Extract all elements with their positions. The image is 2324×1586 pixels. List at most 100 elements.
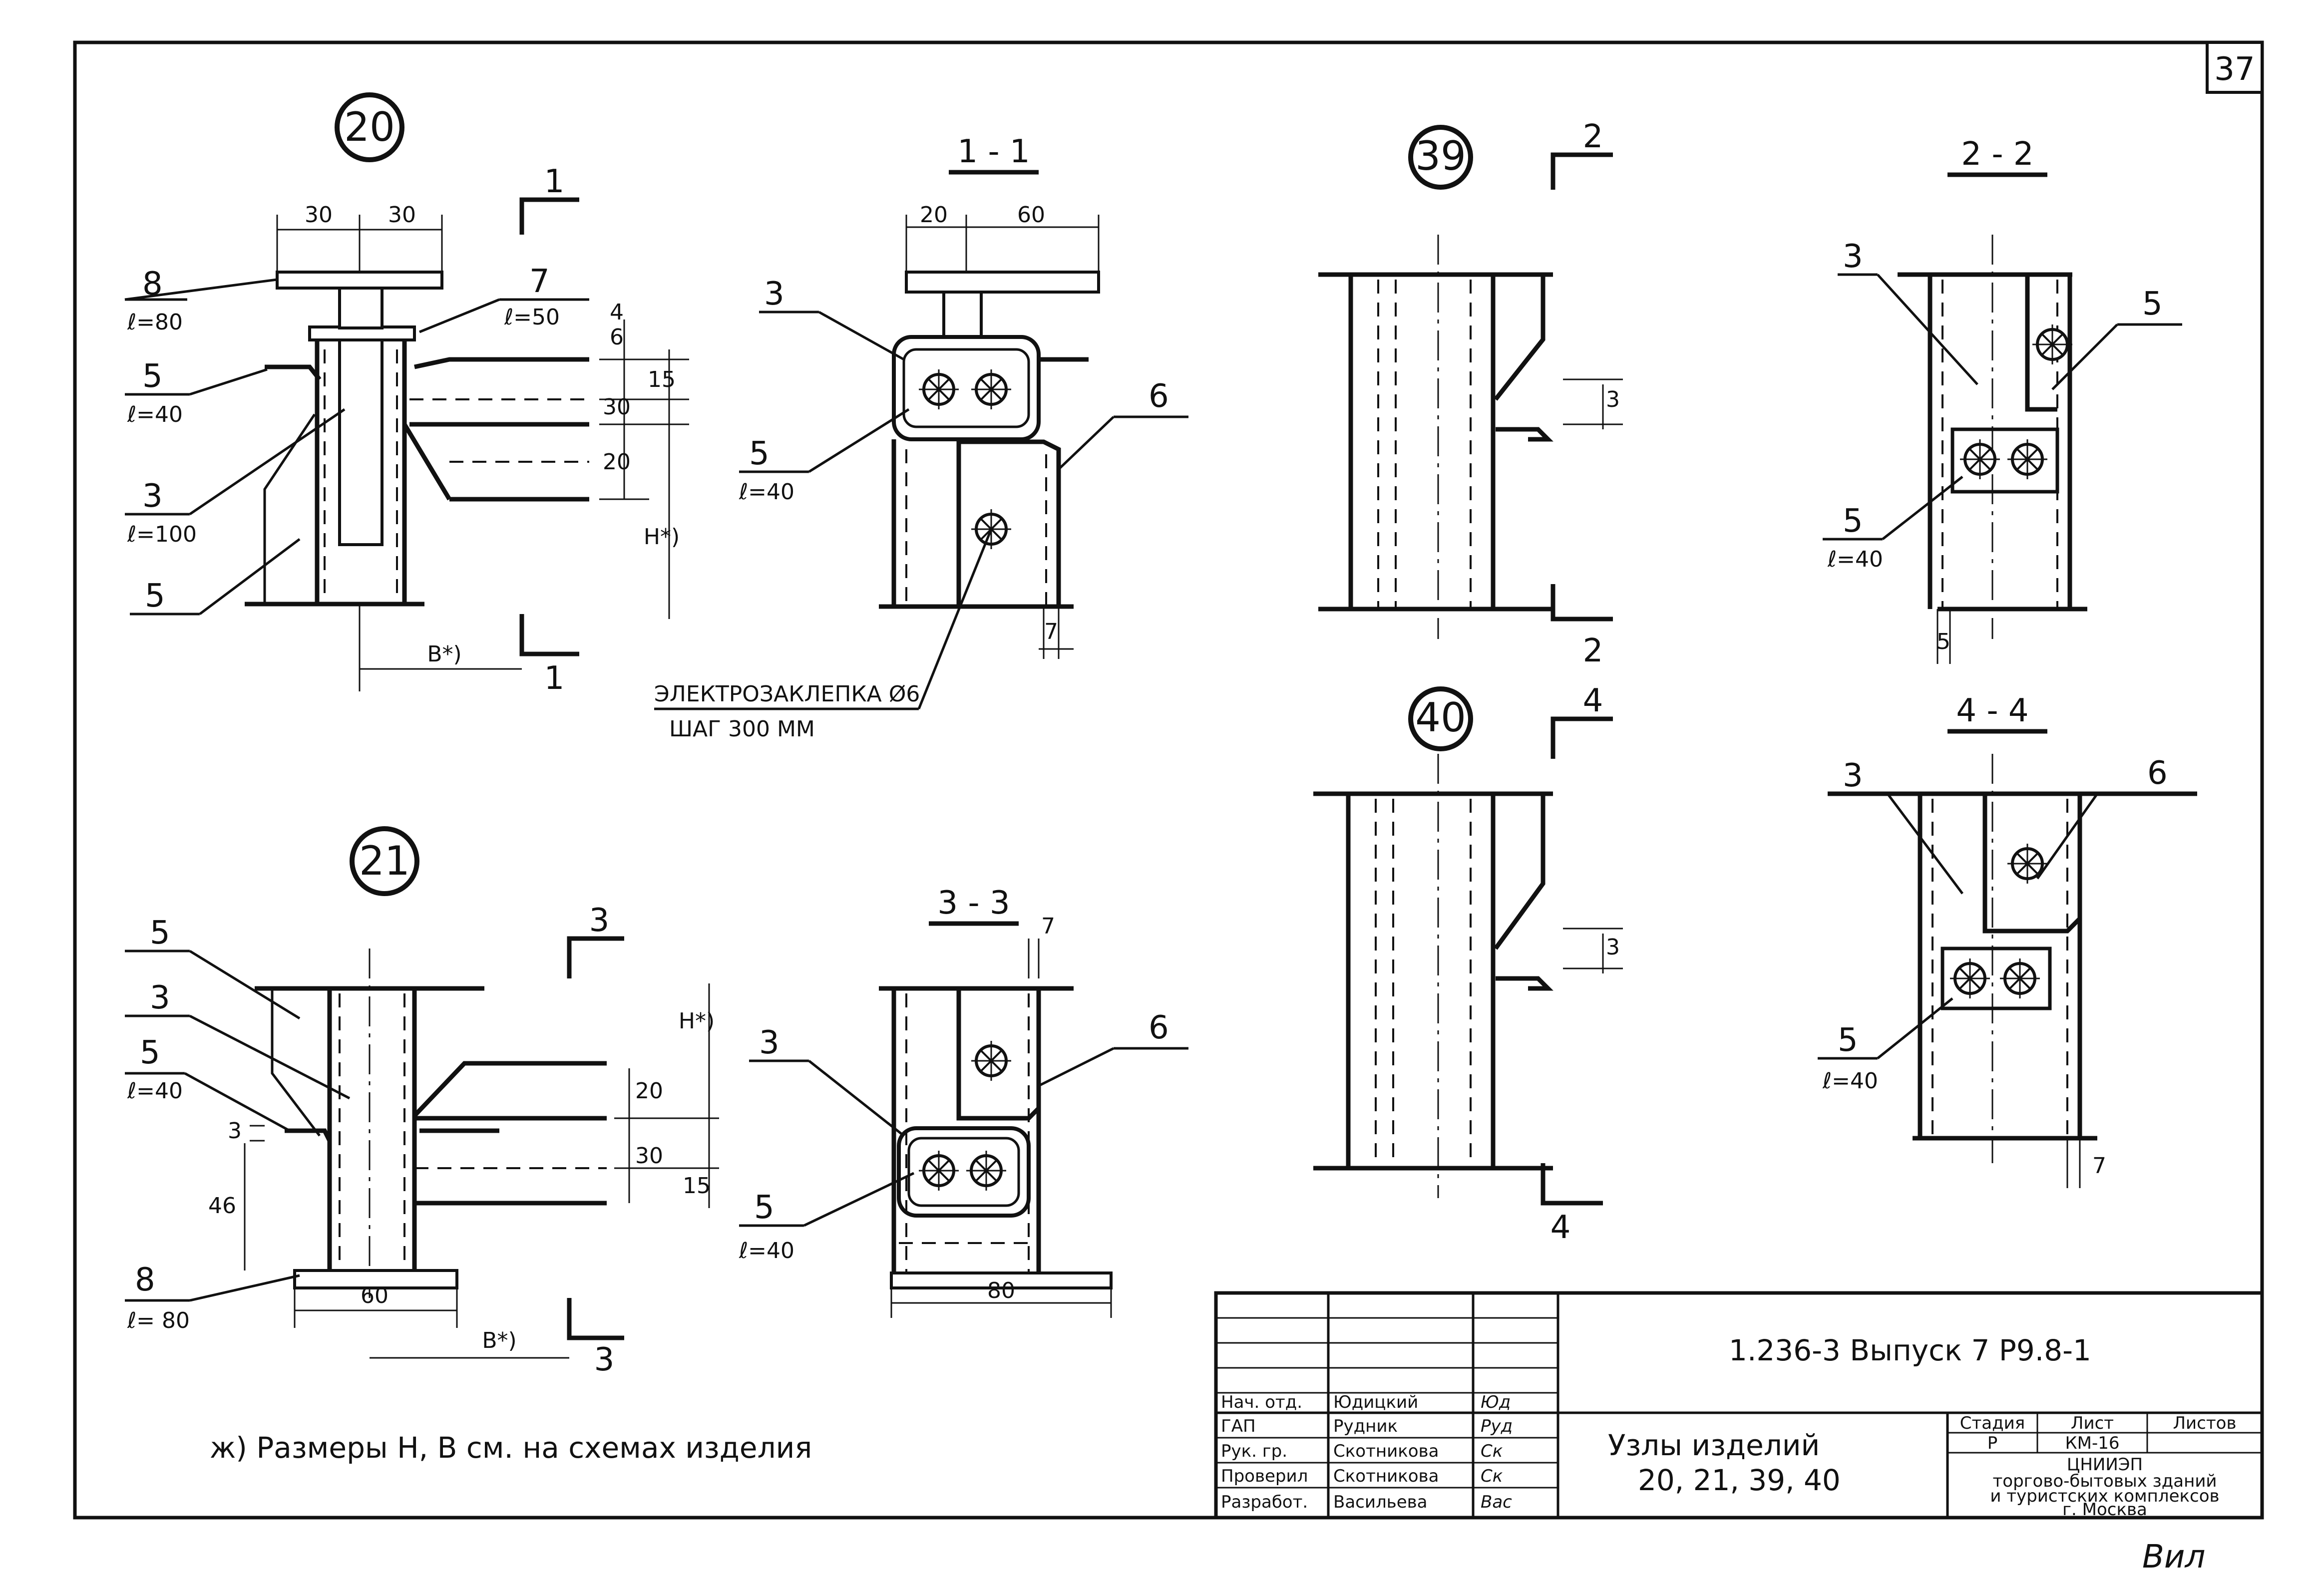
label-8: 8 — [135, 1262, 155, 1298]
section-mark-2-top: 2 — [1583, 118, 1603, 155]
dim-H: H*) — [644, 524, 680, 550]
label-5-bracket: 5 — [140, 1034, 160, 1071]
section-3-3-title: 3 - 3 — [937, 885, 1010, 922]
node-20-marker — [335, 92, 404, 162]
staff-name: Скотникова — [1333, 1466, 1439, 1486]
section-mark-1-bottom: 1 — [544, 660, 565, 697]
node-39-marker — [1408, 125, 1473, 190]
label-5-lower: 5 — [1843, 503, 1863, 540]
label-8-length: ℓ=80 — [127, 310, 183, 335]
dim-3: 3 — [228, 1118, 242, 1144]
label-7: 7 — [529, 263, 550, 300]
label-7-length: ℓ=50 — [504, 305, 560, 330]
rivet-note: ЭЛЕКТРОЗАКЛЕПКА Ø6 — [654, 681, 920, 707]
dim-20: 20 — [920, 202, 948, 228]
section-1-1: 1 - 1 20 60 7 3 5 ℓ=40 — [654, 133, 1188, 742]
staff-role: Проверил — [1221, 1466, 1308, 1486]
org-line-4: г. Москва — [2062, 1500, 2147, 1520]
dim-7: 7 — [2092, 1153, 2106, 1179]
label-8: 8 — [142, 266, 163, 303]
section-3-3: 3 - 3 80 7 3 5 ℓ=40 6 — [739, 885, 1188, 1318]
node-21-drawing: 21 3 46 60 20 30 15 H*) B*) — [125, 826, 719, 1378]
title-line-2: 20, 21, 39, 40 — [1638, 1463, 1841, 1497]
label-3: 3 — [142, 478, 163, 515]
section-mark-3-top: 3 — [589, 902, 610, 939]
org-line-3: и туристских комплексов — [1990, 1486, 2219, 1506]
label-3: 3 — [764, 276, 784, 313]
staff-role: Рук. гр. — [1221, 1441, 1287, 1461]
dim-B: B*) — [482, 1328, 516, 1353]
dim-20: 20 — [635, 1078, 663, 1104]
label-3: 3 — [759, 1024, 779, 1061]
node-40-number: 40 — [1415, 694, 1466, 741]
staff-role: Нач. отд. — [1221, 1392, 1302, 1412]
dim-3: 3 — [1606, 935, 1620, 960]
staff-row: ГАП Рудник Руд — [1221, 1416, 1513, 1436]
dim-H: H*) — [679, 1008, 715, 1034]
plate-8 — [276, 271, 443, 290]
node-40-marker — [1408, 686, 1473, 751]
staff-row: Разработ. Васильева Вас — [1221, 1492, 1512, 1512]
staff-signature: Вас — [1481, 1492, 1512, 1512]
staff-role: ГАП — [1221, 1416, 1256, 1436]
org-line-1: ЦНИИЭП — [2067, 1455, 2143, 1475]
stage-value: Р — [1987, 1433, 1998, 1453]
dim-30-left: 30 — [305, 202, 333, 228]
label-5-lower-length: ℓ=40 — [1827, 547, 1883, 572]
dim-46: 46 — [208, 1193, 236, 1219]
label-5-bracket-length: ℓ=40 — [127, 1078, 183, 1104]
label-8-length: ℓ= 80 — [127, 1308, 190, 1333]
node-39-drawing: 39 3 2 2 — [1318, 118, 1623, 669]
sheets-header: Листов — [2173, 1413, 2236, 1433]
staff-row: Проверил Скотникова Ск — [1221, 1466, 1503, 1486]
dim-60: 60 — [1017, 202, 1045, 228]
org-line-2: торгово-бытовых зданий — [1992, 1471, 2217, 1491]
sheet-frame — [73, 40, 2264, 1520]
staff-signature: Ск — [1481, 1441, 1503, 1461]
section-mark-3-bottom: 3 — [594, 1341, 615, 1378]
label-5: 5 — [2142, 286, 2163, 322]
dim-30: 30 — [635, 1143, 663, 1169]
section-1-1-title: 1 - 1 — [957, 133, 1030, 170]
label-3: 3 — [150, 979, 170, 1016]
node-21-number: 21 — [359, 838, 410, 884]
page-number: 37 — [2214, 51, 2255, 88]
rivet-step: ШАГ 300 ММ — [669, 716, 815, 742]
node-39-number: 39 — [1415, 133, 1466, 179]
section-4-4: 4 - 4 7 3 6 5 ℓ=40 — [1818, 692, 2197, 1188]
dim-7: 7 — [1044, 619, 1058, 644]
label-5: 5 — [749, 435, 770, 472]
dim-7: 7 — [1041, 914, 1055, 939]
staff-name: Юдицкий — [1333, 1392, 1418, 1412]
label-5-gusset: 5 — [145, 578, 165, 615]
dim-3: 3 — [1606, 387, 1620, 412]
footnote: ж) Размеры Н, В см. на схемах изделия — [210, 1431, 812, 1465]
label-3-length: ℓ=100 — [127, 522, 197, 547]
label-6: 6 — [1149, 378, 1169, 415]
title-block: 1.236-3 Выпуск 7 Р9.8-1 Узлы изделий 20,… — [1214, 1291, 2264, 1520]
node-20-drawing: 20 30 30 — [124, 92, 689, 697]
staff-signature: Юд — [1481, 1392, 1511, 1412]
section-2-2-title: 2 - 2 — [1961, 136, 2033, 173]
label-6: 6 — [1149, 1009, 1169, 1046]
section-2-2: 2 - 2 5 3 5 5 ℓ=40 — [1823, 136, 2182, 664]
dim-6: 6 — [610, 324, 624, 350]
dim-5: 5 — [1937, 629, 1950, 654]
label-5: 5 — [150, 915, 170, 952]
stem-inner — [338, 338, 384, 546]
label-6: 6 — [2147, 755, 2168, 792]
dim-4: 4 — [610, 300, 624, 325]
title-line-1: Узлы изделий — [1608, 1428, 1820, 1462]
designation: 1.236-3 Выпуск 7 Р9.8-1 — [1729, 1333, 2091, 1367]
label-5: 5 — [1838, 1022, 1858, 1059]
label-5: 5 — [754, 1189, 775, 1226]
section-mark-4-bottom: 4 — [1550, 1209, 1571, 1246]
dim-15: 15 — [683, 1173, 711, 1199]
staff-row: Нач. отд. Юдицкий Юд — [1221, 1392, 1511, 1412]
label-3: 3 — [1843, 757, 1863, 794]
dim-80: 80 — [987, 1278, 1015, 1303]
dim-B: B*) — [427, 641, 461, 667]
staff-signature: Ск — [1481, 1466, 1503, 1486]
staff-row: Рук. гр. Скотникова Ск — [1221, 1441, 1503, 1461]
